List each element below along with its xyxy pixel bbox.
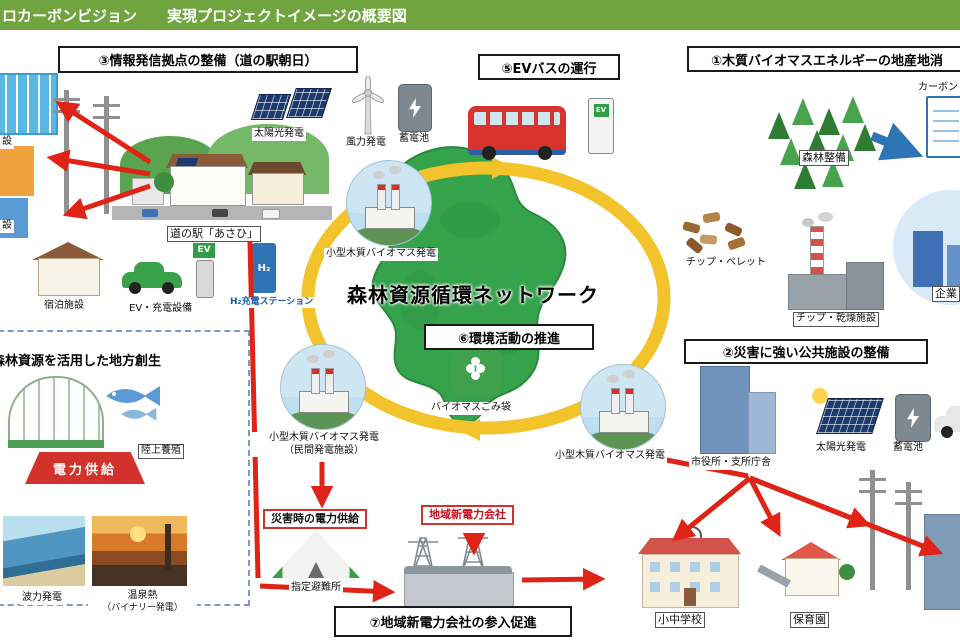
header-bar: ロカーボンビジョン 実現プロジェクトイメージの概要図 xyxy=(0,0,960,30)
wind-turbine-icon xyxy=(351,76,385,135)
aquaculture-label: 陸上養殖 xyxy=(138,444,184,459)
city-hall-label: 市役所・支所庁舎 xyxy=(689,457,773,470)
nursery-label: 保育園 xyxy=(790,612,829,628)
shelter-label: 指定避難所 xyxy=(289,582,343,595)
chip-drying-factory-icon xyxy=(788,212,884,310)
fish-farm-icon xyxy=(106,386,160,421)
chips-pellet-label: チップ・ペレット xyxy=(684,257,768,270)
chip-drying-label: チップ・乾燥施設 xyxy=(793,312,879,327)
network-title: 森林資源循環ネットワーク xyxy=(347,283,599,307)
car-charger-icon xyxy=(196,260,214,298)
section-info-hub: ③情報発信拠点の整備（道の駅朝日） xyxy=(58,46,358,73)
company-label: 企業 xyxy=(932,286,960,302)
power-supply-banner: 電力供給 xyxy=(25,452,145,484)
biomass-right-label: 小型木質バイオマス発電 xyxy=(553,450,667,463)
wave-power-label: 波力発電 xyxy=(20,592,64,605)
power-pole-right-icon xyxy=(859,470,886,590)
page-title: ロカーボンビジョン 実現プロジェクトイメージの概要図 xyxy=(2,6,407,25)
section-new-power-entry: ⑦地域新電力会社の参入促進 xyxy=(334,606,572,637)
solar-panel-right-icon xyxy=(812,388,886,436)
onsen-label: 温泉熱 （バイナリー発電） xyxy=(88,590,197,614)
section-disaster-facility: ②災害に強い公共施設の整備 xyxy=(684,339,928,364)
roadside-station-icon xyxy=(112,116,332,224)
biomass-top-label: 小型木質バイオマス発電 xyxy=(324,248,438,261)
battery-right-label: 蓄電池 xyxy=(891,442,925,455)
school-label: 小中学校 xyxy=(655,612,705,628)
biomass-left-label: 小型木質バイオマス発電 （民間発電施設） xyxy=(252,432,396,457)
left-partial-label: 設 xyxy=(0,136,14,149)
pool-icon xyxy=(0,73,58,135)
biomass-plant-icon-right xyxy=(580,364,666,450)
onsen-photo xyxy=(92,516,187,586)
forest-icon xyxy=(762,72,880,207)
battery-right-icon xyxy=(895,394,931,442)
biomass-bag-icon xyxy=(450,343,502,398)
ev-car-right-icon xyxy=(934,406,960,438)
power-pole-icon xyxy=(93,96,120,214)
section-biomass-energy: ①木質バイオマスエネルギーの地産地消 xyxy=(687,46,960,72)
company-icon xyxy=(893,190,960,305)
regional-power-label: 地域新電力会社 xyxy=(421,505,514,525)
h2-station-icon: H₂ xyxy=(252,243,276,293)
onsen-label-line1: 温泉熱 xyxy=(127,590,158,601)
power-supply-label: 電力供給 xyxy=(52,462,117,478)
onsen-label-line2: （バイナリー発電） xyxy=(102,602,183,613)
ev-bus-icon xyxy=(468,106,566,160)
biomass-bag-label: バイオマスごみ袋 xyxy=(429,402,513,415)
carbon-label: カーボン xyxy=(916,82,960,95)
biomass-plant-icon-left xyxy=(280,344,366,430)
right-building-icon xyxy=(924,514,960,610)
h2-station-label: H₂充電ステーション xyxy=(228,297,316,309)
disaster-power-label: 災害時の電力供給 xyxy=(263,509,367,529)
solar-top-label: 太陽光発電 xyxy=(252,128,306,141)
biomass-left-label-line2: （民間発電施設） xyxy=(284,444,364,456)
wind-label: 風力発電 xyxy=(344,137,388,150)
ev-sign: EV xyxy=(193,243,215,258)
ev-car-icon xyxy=(122,262,182,294)
carbon-document-icon xyxy=(926,96,960,158)
wave-power-photo xyxy=(3,516,85,586)
h2-sign: H₂ xyxy=(257,262,271,274)
greenhouse-icon xyxy=(8,376,104,448)
nursery-icon xyxy=(755,536,855,612)
section-ev-bus: ⑤EVバスの運行 xyxy=(478,54,620,80)
section-env-activity: ⑥環境活動の推進 xyxy=(424,324,594,350)
lodging-label: 宿泊施設 xyxy=(42,300,86,313)
roadside-station-label: 道の駅「あさひ」 xyxy=(167,226,261,242)
power-pole-right-icon xyxy=(895,482,922,590)
forest-maintenance-label: 森林整備 xyxy=(799,150,849,166)
battery-icon xyxy=(398,84,432,132)
battery-top-label: 蓄電池 xyxy=(397,133,431,146)
bus-charger-icon: EV xyxy=(588,98,614,154)
regional-dev-title: 森林資源を活用した地方創生 xyxy=(0,354,162,369)
ev-charging-label: EV・充電設備 xyxy=(127,303,195,316)
ev-sign: EV xyxy=(593,104,609,117)
left-partial-label: 設 xyxy=(0,220,14,233)
biomass-plant-icon-top xyxy=(346,160,432,246)
city-hall-icon xyxy=(692,366,780,454)
biomass-left-label-line1: 小型木質バイオマス発電 xyxy=(269,432,379,443)
solar-right-label: 太陽光発電 xyxy=(814,442,868,455)
lodging-icon xyxy=(32,238,104,296)
facility-building-icon xyxy=(0,146,34,196)
